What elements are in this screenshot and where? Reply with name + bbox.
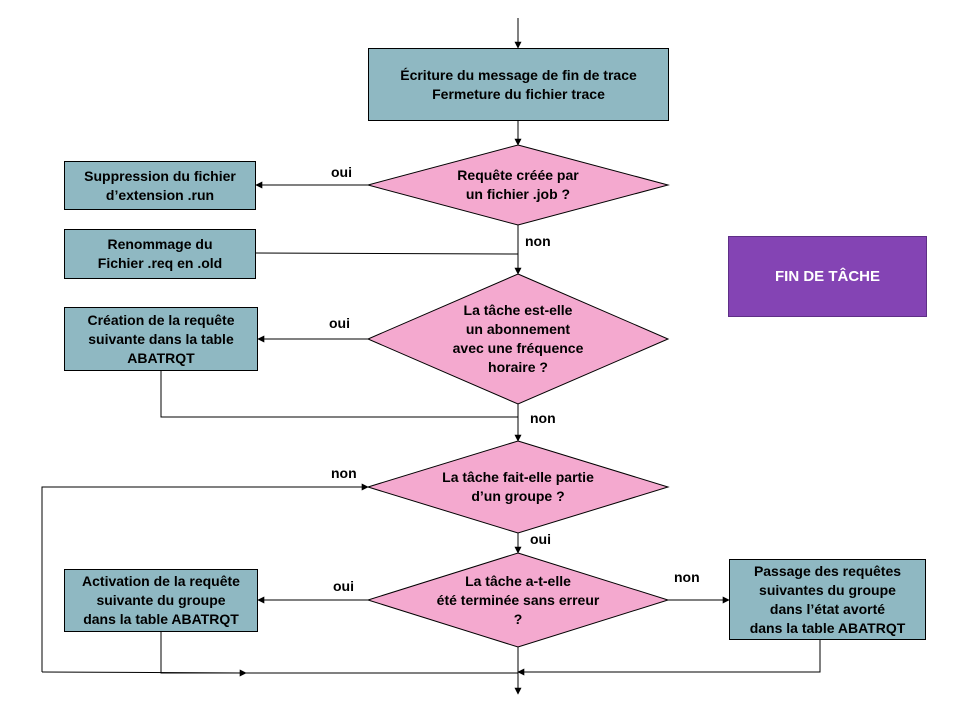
text-line: avec une fréquence	[452, 340, 584, 356]
label-d4-no: non	[674, 569, 700, 585]
decision-part-of-group: La tâche fait-elle partie d’un groupe ?	[408, 463, 628, 511]
text-line: d’extension .run	[105, 186, 215, 203]
text-line: Fermeture du fichier trace	[432, 85, 605, 102]
text-line: suivante dans la table	[88, 330, 234, 347]
text-line: Suppression du fichier	[84, 167, 236, 184]
label-d1-yes: oui	[331, 164, 352, 180]
connector-abort-merge	[517, 640, 821, 676]
text-line: ?	[513, 610, 523, 627]
label-d3-no: non	[331, 465, 357, 481]
label-d2-no: non	[530, 410, 556, 426]
label-d1-no: non	[525, 233, 551, 249]
text-line: Requête créée par	[457, 167, 579, 183]
connector-rename-merge	[255, 252, 519, 255]
process-rename-req-file: Renommage du Fichier .req en .old	[64, 229, 256, 279]
connector-create-merge	[160, 371, 518, 418]
process-write-close-trace: Écriture du message de fin de trace Ferm…	[368, 48, 669, 121]
text-line: Écriture du message de fin de trace	[400, 66, 637, 83]
decision-created-by-job: Requête créée par un fichier .job ?	[418, 160, 618, 210]
process-abort-pending-requests: Passage des requêtes suivantes du groupe…	[729, 559, 926, 640]
text-line: La tâche a-t-elle	[465, 572, 571, 589]
text-line: Création de la requête	[87, 311, 235, 328]
text-line: Fichier .req en .old	[97, 255, 223, 271]
process-create-next-request: Création de la requête suivante dans la …	[64, 307, 258, 371]
terminal-end-task-label: FIN DE TÂCHE	[775, 268, 880, 285]
decision-hourly-subscription: La tâche est-elle un abonnement avec une…	[418, 294, 618, 384]
text-line: d’un groupe ?	[471, 488, 565, 504]
text-line: horaire ?	[488, 359, 548, 375]
text-line: La tâche fait-elle partie	[442, 469, 594, 485]
text-line: un abonnement	[465, 321, 571, 337]
text-line: dans l’état avorté	[769, 600, 886, 617]
text-line: Passage des requêtes	[753, 562, 902, 579]
process-activate-next-request: Activation de la requête suivante du gro…	[64, 569, 258, 632]
decision-ended-without-error: La tâche a-t-elle été terminée sans erre…	[408, 570, 628, 630]
text-line: été terminée sans erreur	[436, 591, 600, 608]
label-d2-yes: oui	[329, 315, 350, 331]
text-line: un fichier .job ?	[465, 186, 571, 202]
text-line: dans la table ABATRQT	[749, 619, 906, 636]
text-line: Renommage du	[107, 236, 213, 252]
text-line: ABATRQT	[127, 349, 195, 366]
text-line: La tâche est-elle	[463, 302, 573, 318]
text-line: suivante du groupe	[96, 592, 226, 608]
connector-activate-merge	[160, 632, 518, 674]
text-line: dans la table ABATRQT	[83, 611, 239, 627]
label-d3-yes: oui	[530, 531, 551, 547]
connector-d3-no	[41, 483, 369, 672]
text-line: Activation de la requête	[82, 573, 240, 589]
text-line: suivantes du groupe	[759, 581, 896, 598]
process-delete-run-file: Suppression du fichier d’extension .run	[64, 161, 256, 210]
label-d4-yes: oui	[333, 578, 354, 594]
terminal-end-task: FIN DE TÂCHE	[728, 236, 927, 317]
